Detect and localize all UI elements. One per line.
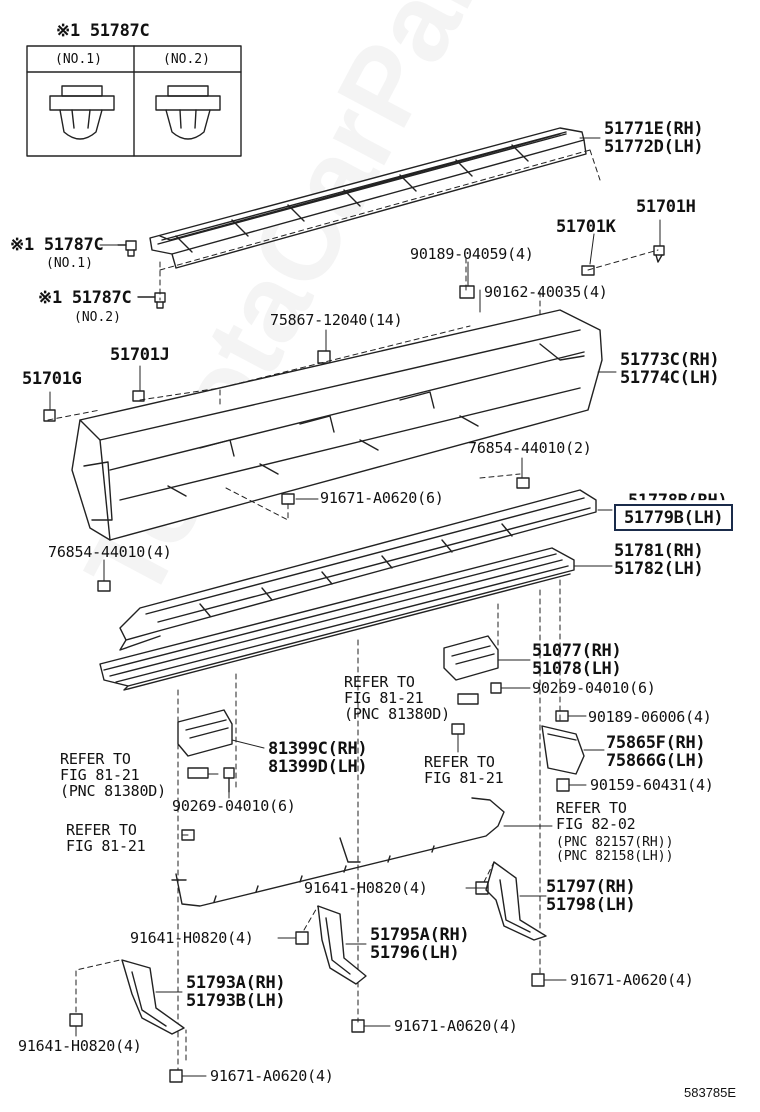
label-51795a[interactable]: 51795A(RH)51796(LH) xyxy=(370,925,470,963)
label-91671-a0620-c[interactable]: 91671-A0620(4) xyxy=(210,1067,334,1085)
bolt-91671-a0620-a xyxy=(531,973,545,987)
label-91641-h0820-a[interactable]: 91641-H0820(4) xyxy=(304,879,428,897)
label-51787c-no1[interactable]: ※1 51787C xyxy=(10,235,104,255)
connector-ref-b xyxy=(457,693,479,705)
label-90269-04010-a[interactable]: 90269-04010(6) xyxy=(532,679,656,697)
step-stay-51795a xyxy=(317,905,367,985)
clip-inset-table xyxy=(26,45,242,157)
label-76854-44010-4[interactable]: 76854-44010(4) xyxy=(48,543,172,561)
label-90269-04010-b[interactable]: 90269-04010(6) xyxy=(172,797,296,815)
scuff-plate-strip xyxy=(149,127,587,269)
bolt-91641-h0820-b xyxy=(295,931,309,945)
clip-76854-44010-4 xyxy=(97,580,111,592)
label-51077[interactable]: 51077(RH)51078(LH) xyxy=(532,641,622,679)
label-no2: (NO.2) xyxy=(74,310,121,325)
label-76854-44010-2[interactable]: 76854-44010(2) xyxy=(468,439,592,457)
label-51793a[interactable]: 51793A(RH)51793B(LH) xyxy=(186,973,286,1011)
clip-91671-a0620-6 xyxy=(281,493,295,505)
clip-table-col1: (NO.1) xyxy=(55,52,102,67)
nut-90189-06006 xyxy=(555,710,569,722)
label-51779b-highlighted[interactable]: 51779B(LH) xyxy=(614,504,734,531)
label-51701k[interactable]: 51701K xyxy=(556,217,616,237)
step-stay-51793a xyxy=(121,959,185,1035)
label-91641-h0820-c[interactable]: 91641-H0820(4) xyxy=(18,1037,142,1055)
label-51797[interactable]: 51797(RH)51798(LH) xyxy=(546,877,636,915)
label-91671-a0620-a[interactable]: 91671-A0620(4) xyxy=(570,971,694,989)
bracket-51077 xyxy=(443,635,499,681)
label-81399c[interactable]: 81399C(RH)81399D(LH) xyxy=(268,739,368,777)
label-91671-a0620-b[interactable]: 91671-A0620(4) xyxy=(394,1017,518,1035)
clip-no1-icon xyxy=(49,85,115,140)
bracket-81399c xyxy=(177,709,233,757)
connector-ref-c xyxy=(451,723,465,735)
clip-51701j xyxy=(132,390,145,402)
step-stay-51797 xyxy=(485,861,547,941)
label-no1: (NO.1) xyxy=(46,256,93,271)
label-90162-40035[interactable]: 90162-40035(4) xyxy=(484,283,608,301)
step-bracket-51778b xyxy=(119,489,597,651)
label-91671-a0620-6[interactable]: 91671-A0620(6) xyxy=(320,489,444,507)
clip-75867-12040 xyxy=(317,350,331,364)
clip-51701h xyxy=(653,245,665,263)
bolt-90159-60431 xyxy=(556,778,570,792)
label-51771e[interactable]: 51771E(RH)51772D(LH) xyxy=(604,119,704,157)
bolt-90269-04010-a xyxy=(490,682,502,694)
connector-ref-a xyxy=(187,767,209,779)
clip-76854-44010-2 xyxy=(516,477,530,489)
label-51701g[interactable]: 51701G xyxy=(22,369,82,389)
label-51787c-no2[interactable]: ※1 51787C xyxy=(38,288,132,308)
label-51701j[interactable]: 51701J xyxy=(110,345,170,365)
label-51778b[interactable]: 51778B(RH) xyxy=(628,491,728,511)
leader-lines xyxy=(49,137,661,1077)
label-51701h[interactable]: 51701H xyxy=(636,197,696,217)
bolt-90269-04010-b xyxy=(223,767,235,793)
clip-table-title: ※1 51787C xyxy=(56,21,150,41)
label-90189-06006[interactable]: 90189-06006(4) xyxy=(588,708,712,726)
ref-fig-82-02-pnc: (PNC 82157(RH))(PNC 82158(LH)) xyxy=(556,835,674,864)
label-90159-60431[interactable]: 90159-60431(4) xyxy=(590,776,714,794)
clip-51787c-no2 xyxy=(137,292,166,309)
rocker-panel-moulding xyxy=(71,309,603,541)
label-75867-12040[interactable]: 75867-12040(14) xyxy=(270,311,403,329)
nut-90189-04059 xyxy=(459,285,475,299)
bolt-91641-h0820-c xyxy=(69,1013,83,1027)
clip-table-col2: (NO.2) xyxy=(163,52,210,67)
label-75865f[interactable]: 75865F(RH)75866G(LH) xyxy=(606,733,706,771)
wire-harness xyxy=(171,797,505,907)
clip-51701k xyxy=(581,265,595,276)
label-51773c[interactable]: 51773C(RH)51774C(LH) xyxy=(620,350,720,388)
step-board-51781 xyxy=(99,547,575,691)
label-51781[interactable]: 51781(RH)51782(LH) xyxy=(614,541,704,579)
label-90189-04059[interactable]: 90189-04059(4) xyxy=(410,245,534,263)
image-code: 583785E xyxy=(684,1085,737,1100)
side-lamp-75865f xyxy=(541,725,585,775)
label-91641-h0820-b[interactable]: 91641-H0820(4) xyxy=(130,929,254,947)
clip-51787c-no1 xyxy=(117,240,137,257)
clip-no2-icon xyxy=(155,85,221,140)
bolt-91671-a0620-c xyxy=(169,1069,183,1083)
